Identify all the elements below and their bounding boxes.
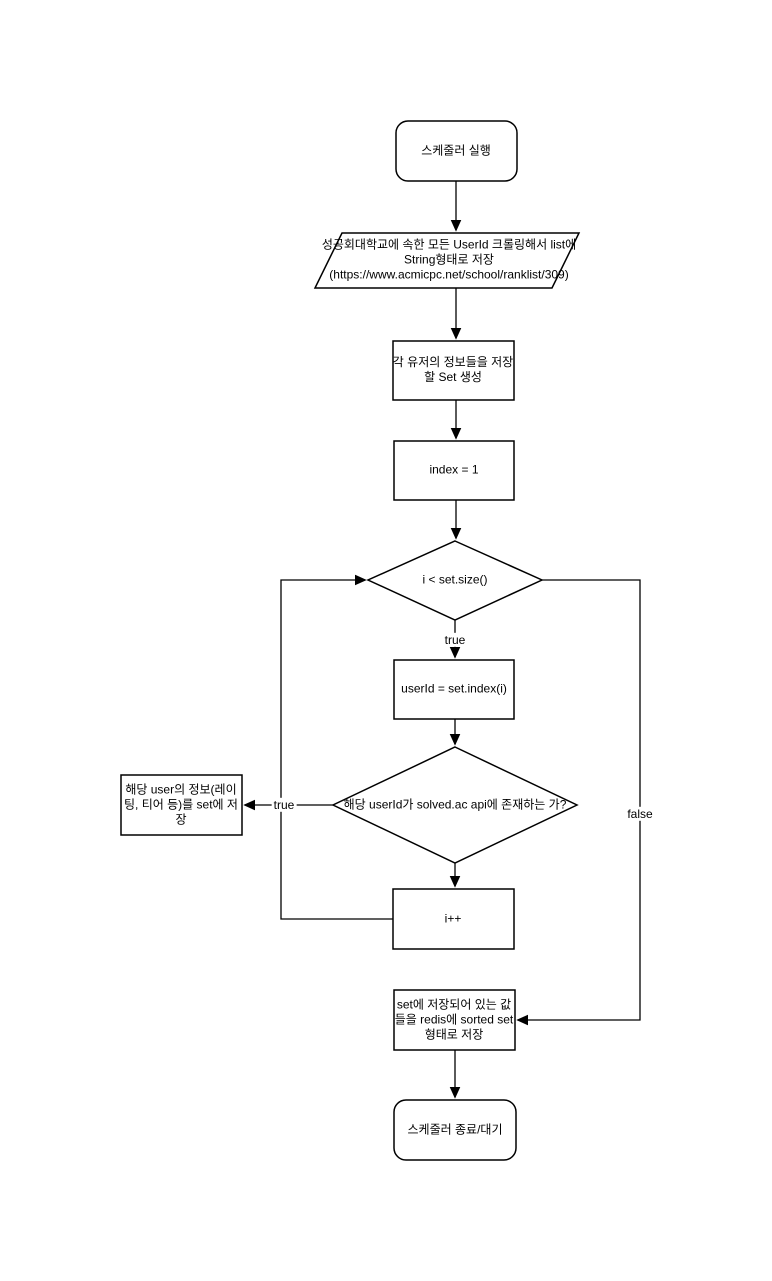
end-node [393, 1099, 517, 1161]
edge-increment-loop-back-to-condition [280, 580, 393, 920]
end-node-label: 스케줄러 종료/대기 [407, 1122, 503, 1137]
save-redis-node-label: set에 저장되어 있는 값 들을 redis에 sorted set 형태로 … [394, 997, 514, 1042]
loop-condition-node-label: i < set.size() [422, 572, 488, 587]
save-redis-node [393, 989, 516, 1051]
init-index-node-label: index = 1 [429, 462, 479, 477]
create-set-node [392, 340, 515, 401]
start-node-label: 스케줄러 실행 [421, 143, 491, 158]
start-node [395, 120, 518, 182]
get-userid-node-label: userId = set.index(i) [401, 681, 507, 696]
save-user-info-node [120, 774, 243, 836]
loop-condition-node [366, 540, 544, 621]
increment-node [392, 888, 515, 950]
get-userid-node [393, 659, 515, 720]
edge-loop-condition-false-to-save-redis [518, 579, 641, 1020]
create-set-node-label: 각 유저의 정보들을 저장 할 Set 생성 [392, 355, 514, 384]
increment-node-label: i++ [444, 911, 462, 926]
check-api-true-label: true [271, 797, 297, 813]
loop-condition-false-label: false [625, 806, 655, 822]
crawl-userids-node [313, 232, 581, 289]
check-api-node [331, 746, 579, 864]
loop-condition-true-label: true [442, 632, 468, 648]
check-api-node-label: 해당 userId가 solved.ac api에 존재하는 가? [343, 797, 567, 812]
save-user-info-node-label: 해당 user의 정보(레이 팅, 티어 등)를 set에 저 장 [124, 782, 238, 827]
crawl-userids-node-label: 성공회대학교에 속한 모든 UserId 크롤링해서 list에 String형… [321, 237, 577, 282]
init-index-node [393, 440, 515, 501]
